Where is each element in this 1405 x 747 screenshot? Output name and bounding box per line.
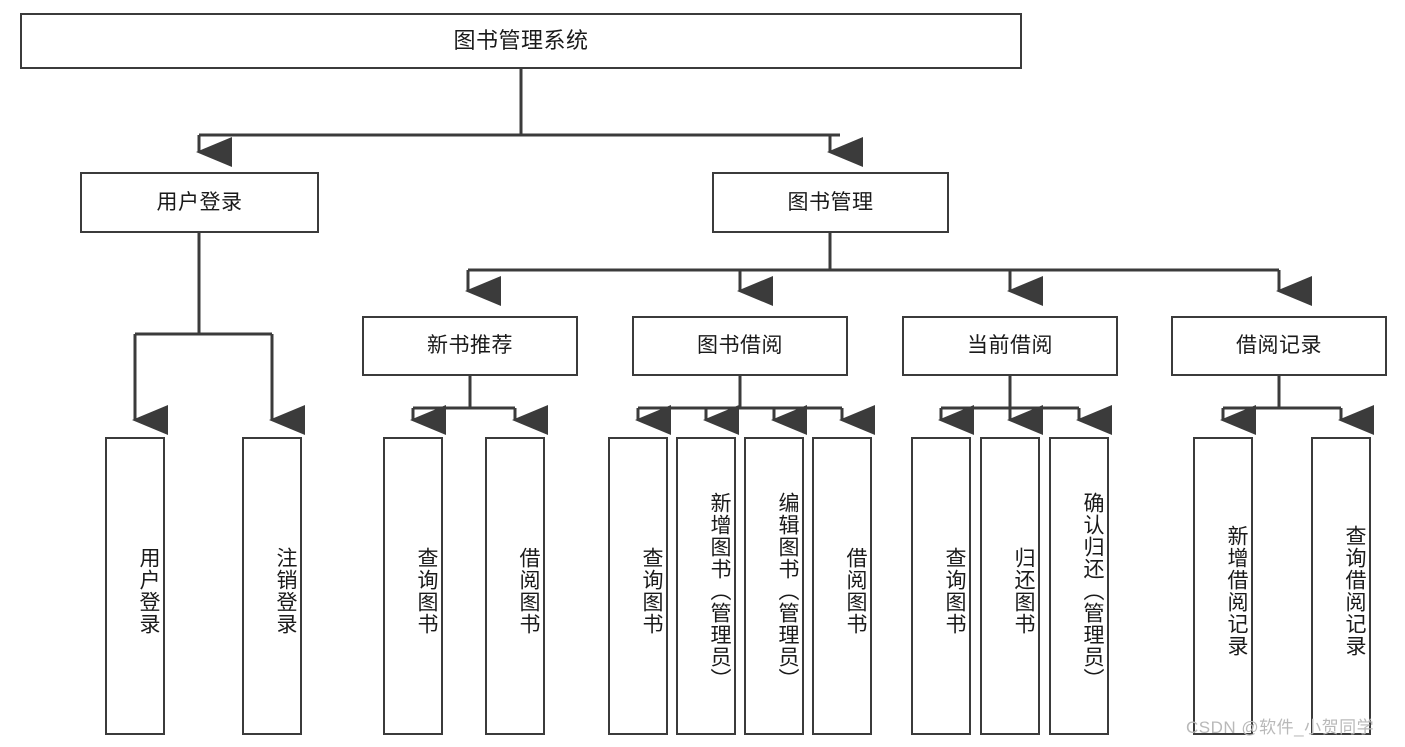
node-book-management[interactable]: 图书管理 xyxy=(712,172,949,233)
node-user-login[interactable]: 用户登录 xyxy=(80,172,319,233)
leaf-user-login[interactable]: 用户登录 xyxy=(105,437,165,735)
leaf-return-book[interactable]: 归还图书 xyxy=(980,437,1040,735)
node-label: 用户登录 xyxy=(137,547,160,635)
node-label: 新增图书（管理员） xyxy=(708,492,731,690)
node-label: 新增借阅记录 xyxy=(1225,525,1248,657)
node-label: 图书管理 xyxy=(787,190,874,214)
node-current-borrow[interactable]: 当前借阅 xyxy=(902,316,1118,376)
leaf-borrow-book-borrow[interactable]: 借阅图书 xyxy=(812,437,872,735)
node-label: 确认归还（管理员） xyxy=(1081,492,1104,690)
node-new-book-recommend[interactable]: 新书推荐 xyxy=(362,316,578,376)
node-label: 查询图书 xyxy=(415,547,438,635)
node-label: 图书管理系统 xyxy=(453,27,589,53)
node-label: 当前借阅 xyxy=(967,334,1053,358)
csdn-watermark: CSDN @软件_小贺同学 xyxy=(1186,718,1375,737)
node-label: 用户登录 xyxy=(156,190,243,214)
leaf-logout-login[interactable]: 注销登录 xyxy=(242,437,302,735)
leaf-add-book-admin[interactable]: 新增图书（管理员） xyxy=(676,437,736,735)
leaf-query-borrow-record[interactable]: 查询借阅记录 xyxy=(1311,437,1371,735)
leaf-query-book-borrow[interactable]: 查询图书 xyxy=(608,437,668,735)
leaf-confirm-return-admin[interactable]: 确认归还（管理员） xyxy=(1049,437,1109,735)
leaf-borrow-book-recommend[interactable]: 借阅图书 xyxy=(485,437,545,735)
leaf-edit-book-admin[interactable]: 编辑图书（管理员） xyxy=(744,437,804,735)
leaf-query-book-recommend[interactable]: 查询图书 xyxy=(383,437,443,735)
node-borrow-record[interactable]: 借阅记录 xyxy=(1171,316,1387,376)
node-label: 图书借阅 xyxy=(697,334,783,358)
node-label: 借阅图书 xyxy=(844,547,867,635)
node-book-borrow[interactable]: 图书借阅 xyxy=(632,316,848,376)
node-label: 查询图书 xyxy=(943,547,966,635)
leaf-add-borrow-record[interactable]: 新增借阅记录 xyxy=(1193,437,1253,735)
node-label: 编辑图书（管理员） xyxy=(776,492,799,690)
node-label: 新书推荐 xyxy=(427,334,513,358)
node-label: 借阅图书 xyxy=(517,547,540,635)
node-root-system[interactable]: 图书管理系统 xyxy=(20,13,1022,69)
node-label: 借阅记录 xyxy=(1236,334,1322,358)
node-label: 注销登录 xyxy=(274,547,297,635)
node-label: 归还图书 xyxy=(1012,547,1035,635)
leaf-query-book-current[interactable]: 查询图书 xyxy=(911,437,971,735)
node-label: 查询借阅记录 xyxy=(1343,525,1366,657)
node-label: 查询图书 xyxy=(640,547,663,635)
